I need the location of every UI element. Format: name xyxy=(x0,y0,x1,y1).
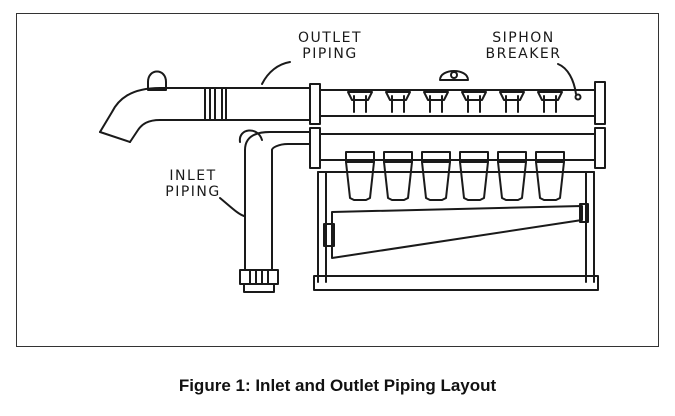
outlet-label-line-2: PIPING xyxy=(302,46,358,62)
hydrocyclone-4 xyxy=(459,91,489,201)
inclined-screen xyxy=(323,203,589,259)
hydrocyclone-3 xyxy=(421,91,451,201)
support-frame xyxy=(313,171,599,291)
inlet-manifold xyxy=(319,127,606,169)
siphon-label-line-1: SIPHON xyxy=(492,30,555,46)
figure-caption: Figure 1: Inlet and Outlet Piping Layout xyxy=(178,376,497,395)
inlet-piping-label: INLET PIPING xyxy=(158,168,228,200)
outlet-handle xyxy=(147,70,167,91)
siphon-breaker-point xyxy=(574,93,582,101)
inlet-label-line-2: PIPING xyxy=(165,184,221,200)
hydrocyclone-2 xyxy=(383,91,413,201)
inlet-handle xyxy=(238,129,263,143)
outlet-manifold xyxy=(319,70,606,125)
outlet-leader xyxy=(261,61,291,85)
siphon-leader xyxy=(557,63,577,95)
inlet-leader xyxy=(219,197,245,217)
figure-frame xyxy=(16,13,659,347)
inlet-flange xyxy=(309,127,321,169)
outlet-piping-label: OUTLET PIPING xyxy=(285,30,375,62)
outlet-pipe xyxy=(99,87,311,143)
hydrocyclone-5 xyxy=(497,91,527,201)
hydrocyclone-1 xyxy=(345,91,375,201)
hydrocyclone-6 xyxy=(535,91,565,201)
outlet-flange xyxy=(309,83,321,125)
siphon-breaker-label: SIPHON BREAKER xyxy=(476,30,571,62)
inlet-label-line-1: INLET xyxy=(169,168,217,184)
siphon-label-line-2: BREAKER xyxy=(485,46,562,62)
outlet-label-line-1: OUTLET xyxy=(297,30,362,46)
inlet-pipe xyxy=(239,131,311,293)
